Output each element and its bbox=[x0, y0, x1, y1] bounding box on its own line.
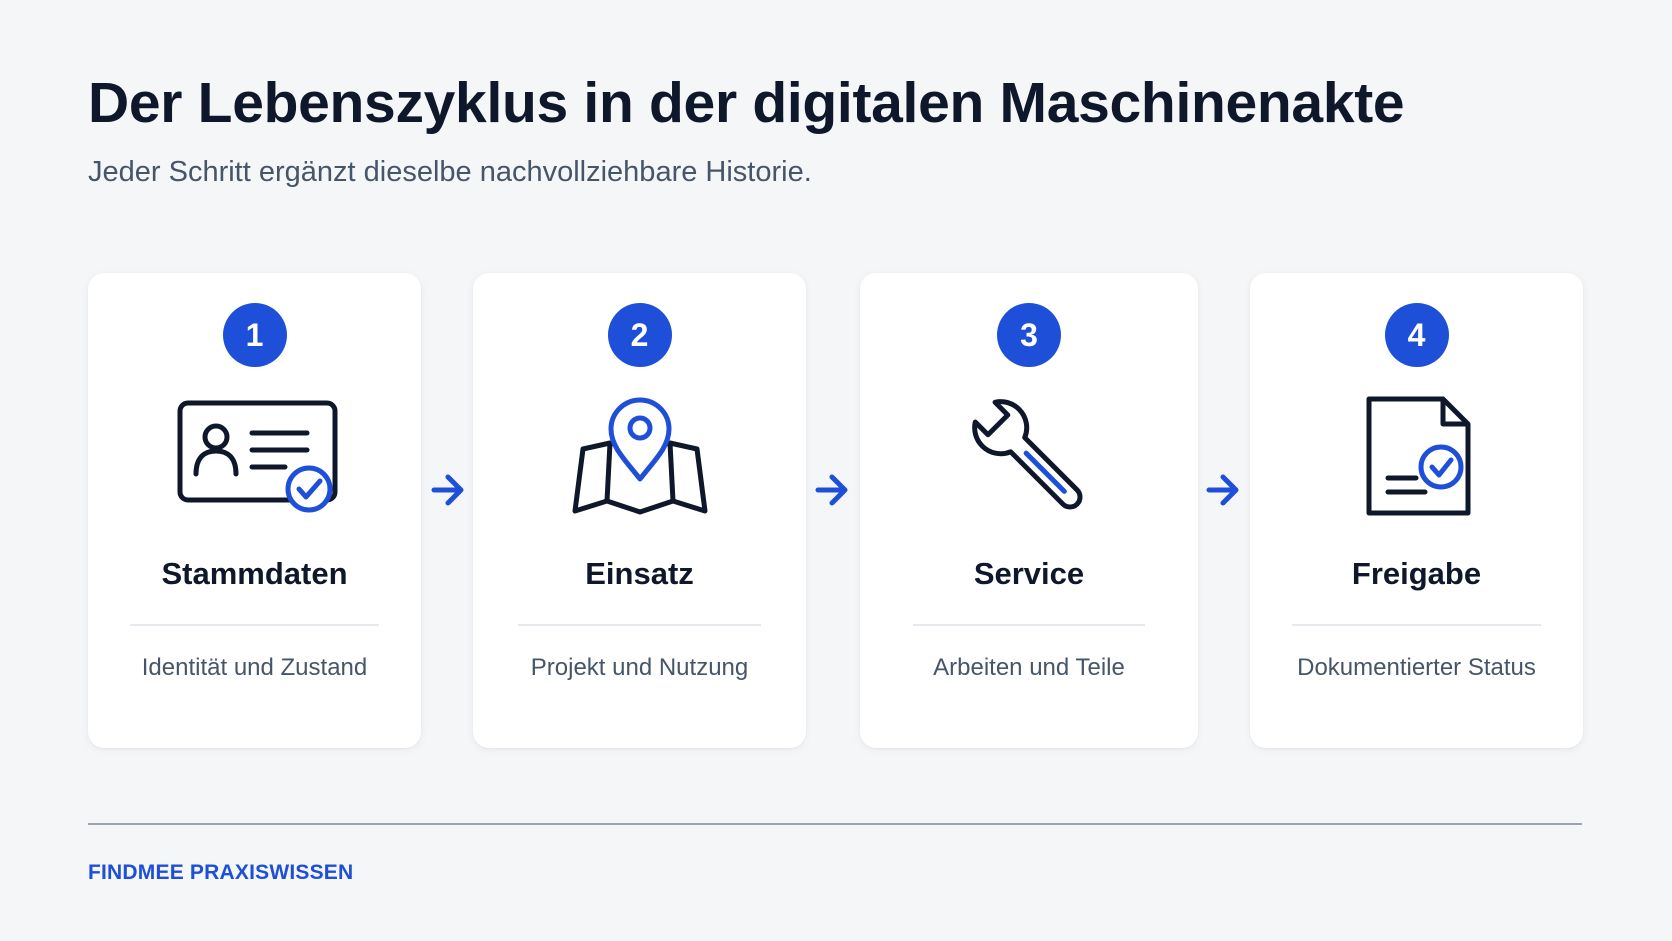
step-card-einsatz: 2 Einsatz Projekt und Nutzung bbox=[473, 273, 806, 748]
arrow-right-icon bbox=[812, 466, 852, 514]
card-divider bbox=[913, 624, 1145, 626]
footer-brand: FINDMEE PRAXISWISSEN bbox=[88, 861, 354, 884]
step-number-badge: 2 bbox=[607, 303, 672, 367]
card-divider bbox=[130, 624, 379, 626]
step-title: Stammdaten bbox=[161, 556, 348, 591]
step-card-service: 3 Service Arbeiten und Teile bbox=[860, 273, 1198, 748]
wrench-icon bbox=[944, 391, 1114, 521]
step-title: Service bbox=[973, 556, 1085, 591]
page-title: Der Lebenszyklus in der digitalen Maschi… bbox=[88, 71, 1405, 135]
page-subtitle: Jeder Schritt ergänzt dieselbe nachvollz… bbox=[88, 156, 812, 188]
document-check-icon bbox=[1332, 391, 1502, 521]
map-pin-icon bbox=[555, 391, 725, 521]
step-card-freigabe: 4 Freigabe Dokumentierter Status bbox=[1250, 273, 1583, 748]
card-divider bbox=[518, 624, 761, 626]
step-description: Identität und Zustand bbox=[141, 654, 368, 681]
step-number-badge: 1 bbox=[222, 303, 287, 367]
step-title: Einsatz bbox=[585, 556, 694, 591]
arrow-right-icon bbox=[428, 466, 468, 514]
footer-divider bbox=[88, 823, 1582, 825]
id-card-check-icon bbox=[170, 391, 340, 521]
step-card-stammdaten: 1 Stammdaten Identität und Zustand bbox=[88, 273, 421, 748]
step-number-badge: 4 bbox=[1384, 303, 1449, 367]
step-description: Dokumentierter Status bbox=[1297, 654, 1536, 681]
step-description: Arbeiten und Teile bbox=[933, 654, 1125, 681]
step-description: Projekt und Nutzung bbox=[530, 654, 749, 681]
step-title: Freigabe bbox=[1351, 556, 1482, 591]
card-divider bbox=[1292, 624, 1541, 626]
arrow-right-icon bbox=[1203, 466, 1243, 514]
step-number-badge: 3 bbox=[997, 303, 1061, 367]
